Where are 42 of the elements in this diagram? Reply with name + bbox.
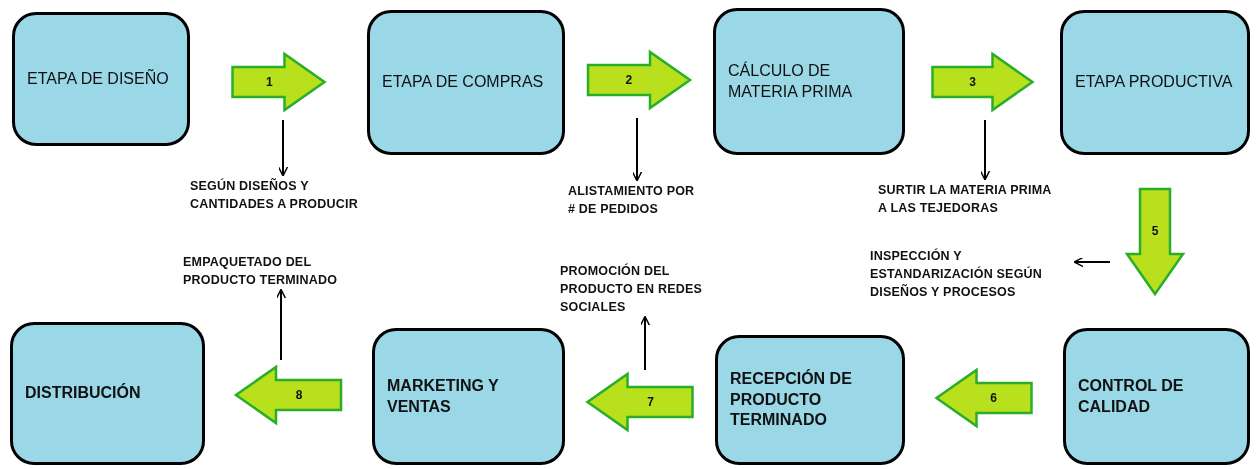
process-box [1060, 10, 1250, 155]
note-text: INSPECCIÓN Y ESTANDARIZACIÓN SEGÚN DISEÑOS Y PROCESOS [870, 247, 1044, 302]
process-box [713, 8, 905, 155]
step-label: CONTROL DE CALIDAD [1078, 375, 1185, 417]
note-text: SURTIR LA MATERIA PRIMA A LAS TEJEDORAS [878, 182, 1053, 218]
step-label: ETAPA DE COMPRAS [382, 72, 544, 93]
arrow [979, 119, 991, 181]
process-box [10, 322, 205, 465]
arrow [277, 119, 289, 177]
edge-label: 1 [265, 75, 273, 89]
step-label: RECEPCIÓN DE PRODUCTO TERMINADO [730, 368, 853, 431]
block-arrow [585, 371, 694, 433]
arrow [1073, 256, 1111, 268]
note-text: EMPAQUETADO DEL PRODUCTO TERMINADO [183, 254, 339, 290]
block-arrow [931, 51, 1035, 113]
edge-label: 2 [625, 73, 633, 87]
process-box [372, 328, 565, 465]
step-label: ETAPA PRODUCTIVA [1075, 72, 1233, 93]
edge-label: 8 [295, 388, 303, 402]
arrow [275, 288, 287, 361]
note-text: SEGÚN DISEÑOS Y CANTIDADES A PRODUCIR [190, 177, 359, 214]
step-label: DISTRIBUCIÓN [25, 383, 141, 404]
step-label: ETAPA DE DISEÑO [27, 68, 169, 89]
note-text: ALISTAMIENTO POR # DE PEDIDOS [568, 183, 696, 219]
edge-label: 3 [969, 75, 976, 89]
block-arrow [586, 49, 693, 111]
process-box [12, 12, 190, 146]
edge-label: 5 [1151, 224, 1159, 238]
edge-label: 6 [990, 391, 997, 405]
arrow [639, 315, 651, 371]
edge-label: 7 [647, 395, 654, 409]
arrow [631, 117, 643, 182]
step-label: CÁLCULO DE MATERIA PRIMA [728, 60, 854, 102]
block-arrow [231, 51, 327, 113]
block-arrow [1124, 187, 1186, 297]
process-box [367, 10, 565, 155]
block-arrow [934, 367, 1033, 429]
step-label: MARKETING Y VENTAS [387, 375, 500, 417]
block-arrow [233, 364, 343, 426]
process-box [1063, 328, 1250, 465]
note-text: PROMOCIÓN DEL PRODUCTO EN REDES SOCIALES [560, 262, 704, 317]
process-box [715, 335, 905, 465]
